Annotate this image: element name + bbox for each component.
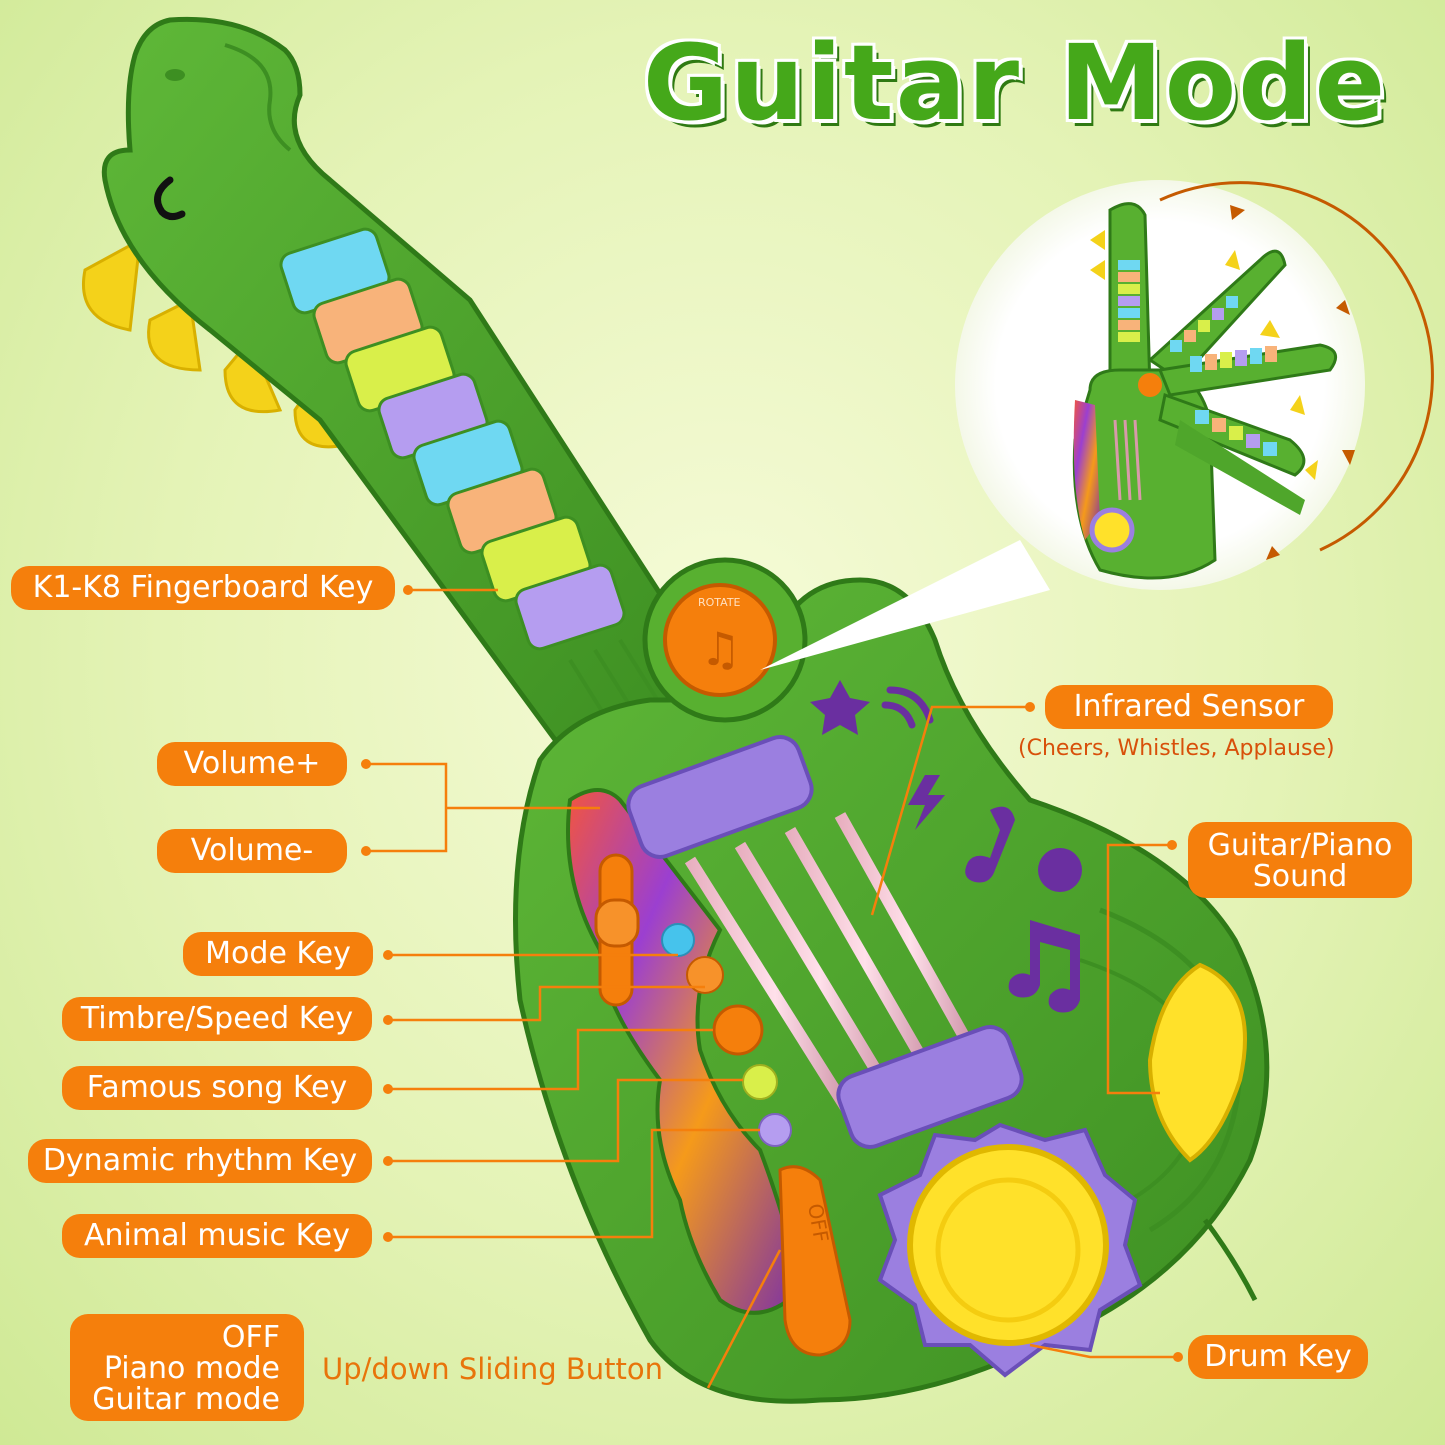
switch-mode-label: OFF Piano mode Guitar mode <box>70 1314 304 1421</box>
volume-up-label: Volume+ <box>157 742 347 786</box>
drum-key-label: Drum Key <box>1188 1335 1368 1379</box>
sound-line-2: Sound <box>1252 859 1348 894</box>
timbre-speed-key-label: Timbre/Speed Key <box>62 997 372 1041</box>
switch-off-text: OFF <box>221 1320 280 1355</box>
sliding-button-label: Up/down Sliding Button <box>322 1352 664 1386</box>
animal-music-key-button[interactable] <box>758 1113 792 1147</box>
lower-bridge <box>836 1025 1024 1149</box>
callout-lines <box>366 588 1178 1389</box>
sound-line-1: Guitar/Piano <box>1207 828 1393 863</box>
famous-song-key-label: Famous song Key <box>62 1066 372 1110</box>
sound-wave-icon <box>881 686 934 729</box>
music-note-icon <box>965 806 1015 883</box>
rotation-arrow-arc <box>1159 181 1434 552</box>
function-buttons <box>661 923 792 1147</box>
double-note-icon <box>1008 920 1080 1013</box>
animal-music-key-label: Animal music Key <box>62 1214 372 1258</box>
timbre-key-button[interactable] <box>686 956 724 994</box>
leaf-sound-button[interactable] <box>1147 962 1247 1163</box>
dynamic-rhythm-key-button[interactable] <box>742 1064 778 1100</box>
volume-slider-knob[interactable] <box>594 898 640 948</box>
mode-key-button[interactable] <box>661 923 695 957</box>
drum-key-button[interactable] <box>907 1144 1109 1346</box>
mode-slider[interactable] <box>778 1165 852 1357</box>
dynamic-rhythm-key-label: Dynamic rhythm Key <box>28 1139 372 1183</box>
star-icon <box>810 680 870 735</box>
infrared-sensor-subtitle: (Cheers, Whistles, Applause) <box>1018 736 1335 761</box>
guitar-piano-sound-label: Guitar/Piano Sound <box>1188 822 1412 898</box>
famous-song-key-button[interactable] <box>712 1004 764 1056</box>
dot-icon <box>1038 848 1082 892</box>
infrared-sensor-label: Infrared Sensor <box>1045 685 1333 729</box>
mode-key-label: Mode Key <box>183 932 373 976</box>
upper-bridge <box>626 735 814 859</box>
fingerboard-key-8[interactable] <box>513 562 627 652</box>
switch-guitar-text: Guitar mode <box>92 1382 280 1417</box>
rotate-music-note-icon: ♫ <box>700 622 741 676</box>
volume-down-label: Volume- <box>157 829 347 873</box>
bubble-pointer <box>760 540 1050 670</box>
dino-eye <box>154 176 186 221</box>
rotate-button[interactable] <box>663 583 777 697</box>
rotate-label: ROTATE <box>698 596 741 609</box>
page-title: Guitar Mode <box>642 22 1388 144</box>
fingerboard <box>279 227 627 652</box>
mini-guitar <box>1072 202 1338 580</box>
lightning-icon <box>908 775 945 830</box>
callout-dots <box>361 585 1183 1362</box>
fingerboard-key-label: K1-K8 Fingerboard Key <box>11 566 395 610</box>
guitar-strings <box>684 812 986 1134</box>
switch-piano-text: Piano mode <box>103 1351 280 1386</box>
body-icons <box>810 680 1082 1013</box>
